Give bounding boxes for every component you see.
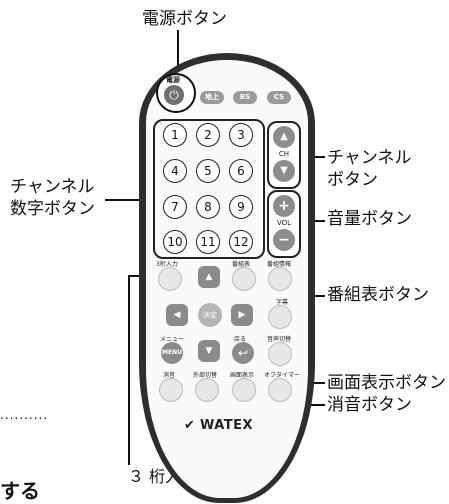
num-button-4[interactable]: 4 xyxy=(163,159,187,183)
num-button-6[interactable]: 6 xyxy=(229,159,253,183)
back-label: 戻る xyxy=(234,336,247,343)
numpad-callout-line1: チャンネル xyxy=(10,177,95,197)
subtitle-label: 字幕 xyxy=(276,299,289,306)
num-button-11[interactable]: 11 xyxy=(196,230,220,254)
display-button[interactable] xyxy=(232,378,256,402)
numpad-leader-line xyxy=(105,199,155,201)
digit3-label: 3桁入力 xyxy=(156,261,178,268)
num-button-2[interactable]: 2 xyxy=(196,123,220,147)
num-button-10[interactable]: 10 xyxy=(163,230,187,254)
audio-switch-button[interactable] xyxy=(268,342,292,366)
channel-button-callout-line2: ボタン xyxy=(327,170,378,190)
input-switch-button[interactable] xyxy=(195,378,219,402)
channel-button-group: ▲ CH ▼ xyxy=(267,121,301,189)
num-button-9[interactable]: 9 xyxy=(229,195,253,219)
digit3-button[interactable] xyxy=(158,267,182,291)
volume-button-group: + VOL − xyxy=(267,190,301,258)
power-leader-line xyxy=(177,30,179,72)
power-button-callout: 電源ボタン xyxy=(142,9,227,29)
vol-label: VOL xyxy=(276,219,292,227)
numpad-callout-line2: 数字ボタン xyxy=(10,199,95,219)
brand-logo: WATEX xyxy=(200,418,254,433)
epg-label: 番組表 xyxy=(232,261,251,268)
brand-logo-mark: ✔ xyxy=(184,418,195,433)
power-label: 電源 xyxy=(166,76,180,84)
ch-label: CH xyxy=(278,150,290,158)
dpad-down-button[interactable]: ▼ xyxy=(198,340,220,362)
dpad-right-button[interactable]: ▶ xyxy=(231,304,253,326)
menu-button[interactable]: MENU xyxy=(161,342,183,364)
num-button-1[interactable]: 1 xyxy=(163,123,187,147)
volume-down-button[interactable]: − xyxy=(273,229,295,251)
epg-button-callout: 番組表ボタン xyxy=(327,285,429,305)
volume-button-callout: 音量ボタン xyxy=(327,209,412,229)
mute-label: 消音 xyxy=(163,372,176,379)
digit3-leader-line-v xyxy=(128,275,130,465)
back-button[interactable]: ↩ xyxy=(232,342,254,364)
menu-label: メニュー xyxy=(160,336,185,343)
channel-button-callout-line1: チャンネル xyxy=(327,148,412,168)
mute-button-callout: 消音ボタン xyxy=(327,395,412,415)
num-button-12[interactable]: 12 xyxy=(229,230,253,254)
audio-switch-label: 音声切替 xyxy=(267,336,292,343)
cs-button[interactable]: CS xyxy=(267,91,291,104)
off-timer-button[interactable] xyxy=(268,378,292,402)
dotted-leader: .......... xyxy=(0,408,49,422)
program-info-button[interactable] xyxy=(268,267,292,291)
off-timer-label: オフタイマー xyxy=(264,372,301,379)
num-button-7[interactable]: 7 xyxy=(163,195,187,219)
num-button-3[interactable]: 3 xyxy=(229,123,253,147)
volume-up-button[interactable]: + xyxy=(273,195,295,217)
dpad-left-button[interactable]: ◀ xyxy=(166,304,188,326)
enter-button[interactable]: 決定 xyxy=(198,303,222,327)
num-button-8[interactable]: 8 xyxy=(196,195,220,219)
mute-button[interactable] xyxy=(159,378,183,402)
epg-button[interactable] xyxy=(232,267,256,291)
channel-up-button[interactable]: ▲ xyxy=(273,126,295,148)
input-switch-label: 外部切替 xyxy=(193,372,218,379)
terrestrial-button[interactable]: 地上 xyxy=(200,91,224,104)
num-button-5[interactable]: 5 xyxy=(196,159,220,183)
power-button[interactable]: ⏻ xyxy=(164,85,184,105)
channel-down-button[interactable]: ▼ xyxy=(273,160,295,182)
bs-button[interactable]: BS xyxy=(233,91,257,104)
program-info-label: 番組情報 xyxy=(267,261,292,268)
dpad-up-button[interactable]: ▲ xyxy=(198,266,220,288)
display-label: 画面表示 xyxy=(230,372,255,379)
display-button-callout: 画面表示ボタン xyxy=(327,373,446,393)
cropped-page-text: する xyxy=(0,479,40,503)
numpad-highlight xyxy=(153,119,265,259)
subtitle-button[interactable] xyxy=(268,305,292,329)
